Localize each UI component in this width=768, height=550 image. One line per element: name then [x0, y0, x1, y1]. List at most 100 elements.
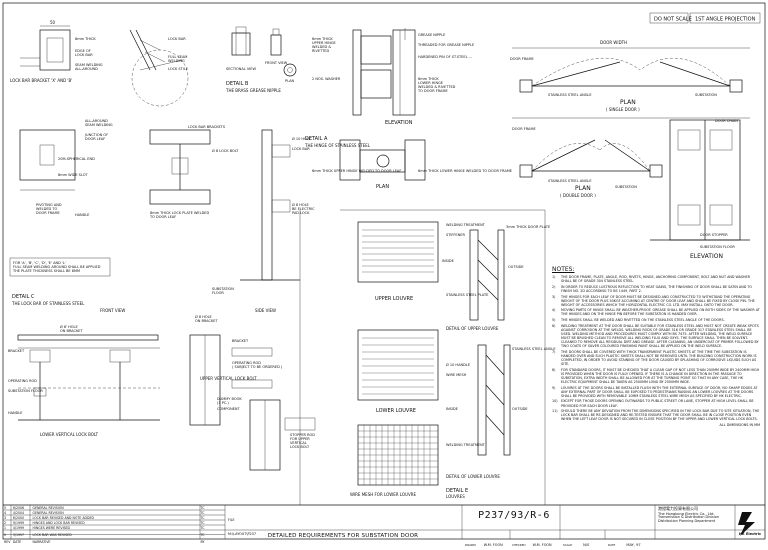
- outside-label-d: OUTSIDE: [508, 265, 524, 269]
- svg-text:SEAM WELDING: SEAM WELDING: [75, 63, 103, 67]
- revision-date: 6/2000: [12, 515, 25, 520]
- scale-caption: SCALE: [563, 543, 572, 547]
- svg-text:LOCK BAR: LOCK BAR: [75, 53, 93, 57]
- front-view-label: FRONT VIEW: [100, 308, 125, 313]
- svg-text:WELDED &: WELDED &: [312, 45, 331, 49]
- note-item: 11)SHOULD THERE BE ANY DEVIATION FROM TH…: [552, 409, 760, 421]
- detail-a-hinge-plan: DETAIL A THE HINGE OF STAINLESS STEEL 6m…: [304, 136, 512, 190]
- svg-text:8mm THICK: 8mm THICK: [75, 37, 96, 41]
- note-number: 3): [552, 294, 556, 299]
- title-block: [3, 504, 765, 539]
- revision-desc: HINGES AND LOCK BAR REVISED: [32, 520, 85, 525]
- detail-b-circle: [131, 49, 189, 107]
- svg-text:JUNCTION OF: JUNCTION OF: [84, 133, 108, 137]
- company-name-cn: 港燈電力投資有限公司: [658, 506, 698, 511]
- revision-rev: 1: [4, 525, 7, 530]
- wire-mesh-label: WIRE MESH FOR LOWER LOUVRE: [350, 492, 416, 497]
- notes-panel: NOTES: 1)THE DOOR FRAME, PLATE, ANGLE, R…: [552, 266, 760, 502]
- outside-label-e: OUTSIDE: [512, 407, 528, 411]
- revision-by: TC: [200, 510, 205, 515]
- front-view-small-label: FRONT VIEW: [265, 61, 288, 65]
- svg-text:SUBSTATION FLOOR: SUBSTATION FLOOR: [8, 389, 43, 393]
- detail-a-plan-label: PLAN: [376, 184, 389, 190]
- elevation-bottom-label: ELEVATION: [690, 253, 723, 260]
- scale-cell: SCALE N/S: [563, 531, 603, 550]
- detail-c-title: DETAIL C: [12, 294, 35, 300]
- vertical-lock-bolts: Ø 8' HOLE ON BRACKET BRACKET OPERATING R…: [8, 324, 160, 437]
- note-text: LOUVRES AT THE DOORS SHALL BE INSTALLED …: [561, 385, 758, 398]
- revision-by: TC: [200, 515, 205, 520]
- revision-desc: HINGES WERE REVISED: [32, 525, 71, 530]
- note-item: 8)FOR STANDARD DOORS, IT MUST BE CHECKED…: [552, 368, 760, 384]
- svg-text:ON BRACKET: ON BRACKET: [60, 329, 83, 333]
- note-text: EXCEPT FOR THOSE DOORS OPENING OUTWARDS …: [561, 399, 754, 408]
- svg-text:LOCK BAR: LOCK BAR: [292, 147, 310, 151]
- grease-nipple-label: GREASE NIPPLE: [418, 33, 445, 37]
- lower-louvre: LOWER LOUVRE: [357, 329, 439, 414]
- revision-by: TC: [200, 532, 205, 537]
- note-item: 4)MOVING PARTS OF HINGE SHALL BE WEATHER…: [552, 308, 760, 316]
- note-item: 7)THE DOORS SHALL BE COVERED WITH THICK …: [552, 350, 760, 366]
- door-frame-label-top: DOOR FRAME: [510, 57, 534, 61]
- svg-text:STOPPER ROD: STOPPER ROD: [290, 433, 315, 437]
- detail-a-subtitle: THE HINGE OF STAINLESS STEEL: [304, 143, 371, 148]
- lock-bar-brackets-label: LOCK BAR BRACKETS: [188, 125, 226, 129]
- svg-text:TO DOOR LEAF: TO DOOR LEAF: [149, 215, 176, 219]
- revision-date: 6/2006: [12, 505, 25, 510]
- revision-by: TC: [200, 520, 205, 525]
- svg-text:OPERATING ROD: OPERATING ROD: [232, 361, 261, 365]
- detail-e-sub: LOUVRES: [446, 494, 465, 499]
- note-text: THE DOOR FRAME, PLATE, ANGLE, ROD, RIVET…: [561, 275, 750, 284]
- revision-rev: 3: [4, 515, 7, 520]
- revision-date: 9/1999: [12, 520, 25, 525]
- note-item: 10)EXCEPT FOR THOSE DOORS OPENING OUTWAR…: [552, 399, 760, 407]
- notes-list: 1)THE DOOR FRAME, PLATE, ANGLE, ROD, RIV…: [552, 275, 760, 421]
- detail-lower-louvre-label: DETAIL OF LOWER LOUVRE: [446, 474, 500, 479]
- svg-text:WELDED TO: WELDED TO: [36, 207, 57, 211]
- svg-text:VERTICAL: VERTICAL: [290, 441, 307, 445]
- plan-single-label: PLAN: [620, 99, 636, 106]
- svg-text:ALL-AROUND: ALL-AROUND: [75, 67, 98, 71]
- door-frame-label-mid: DOOR FRAME: [512, 127, 536, 131]
- detail-b-title: DETAIL B: [226, 81, 249, 87]
- lock-bar-front-view: ALL-AROUND SEAM WELDING JUNCTION OF DOOR…: [9, 119, 125, 313]
- svg-text:LOCK BAR: LOCK BAR: [168, 37, 186, 41]
- stainless-plate-label: STAINLESS STEEL PLATE: [446, 293, 488, 297]
- svg-text:ALL-AROUND: ALL-AROUND: [85, 119, 108, 123]
- lock-bar-side-view: Ø 10 HOLE LOCK BAR Ø 8 HOLE BE ELECTRIC …: [212, 129, 315, 313]
- svg-text:Ø 8 HOLE: Ø 8 HOLE: [195, 314, 212, 319]
- drawn-cell: DRAWN W.M. FOON: [465, 531, 509, 550]
- note-text: MOVING PARTS OF HINGE SHALL BE WEATHER-P…: [561, 308, 760, 317]
- plan-double-sub: ( DOUBLE DOOR ): [560, 193, 596, 198]
- svg-text:50: 50: [50, 20, 56, 25]
- lower-hinge-label: 6mm THICK LOWER HINGE WELDED TO DOOR FRA…: [418, 169, 512, 173]
- note-number: 7): [552, 349, 556, 354]
- svg-text:FULL SEAM: FULL SEAM: [168, 55, 187, 59]
- svg-text:Ø 8 HOLE: Ø 8 HOLE: [292, 202, 309, 207]
- inside-label-e: INSIDE: [446, 407, 458, 411]
- svg-text:RIVETTED: RIVETTED: [312, 49, 329, 53]
- lock-bar-brackets-view: LOCK BAR BRACKETS Ø 8 LOCK BOLT 8mm THIC…: [149, 125, 239, 219]
- note-number: 11): [552, 409, 558, 414]
- detail-a-title: DETAIL A: [305, 136, 328, 142]
- drawing-number: P237/93/R-6: [478, 510, 550, 521]
- svg-text:Ø 8 LOCK BOLT: Ø 8 LOCK BOLT: [212, 148, 239, 153]
- scale-value: N/S: [583, 543, 590, 547]
- svg-text:FULL SEAM WELDING AROUND SHALL: FULL SEAM WELDING AROUND SHALL BE APPLIE…: [13, 265, 101, 269]
- svg-text:DOOR LEAF: DOOR LEAF: [85, 137, 105, 141]
- note-text: WELDING TREATMENT AT THE DOOR SHALL BE S…: [561, 323, 759, 349]
- door-width-label: DOOR WIDTH: [600, 40, 627, 45]
- note-text: THE HINGES FOR EACH LEAF OF DOOR MUST BE…: [561, 294, 755, 307]
- plan-single-sub: ( SINGLE DOOR ): [606, 107, 640, 112]
- notes-title: NOTES:: [552, 266, 575, 273]
- sectional-view-label: SECTIONAL VIEW: [226, 67, 257, 71]
- stainless-angle-label-mid: STAINLESS STEEL ANGLE: [548, 179, 592, 183]
- svg-text:8mm THICK LOCK PLATE WELDED: 8mm THICK LOCK PLATE WELDED: [150, 211, 209, 215]
- substation-floor-label: SUBSTATION FLOOR: [700, 245, 735, 249]
- lower-louvre-label: LOWER LOUVRE: [376, 408, 416, 414]
